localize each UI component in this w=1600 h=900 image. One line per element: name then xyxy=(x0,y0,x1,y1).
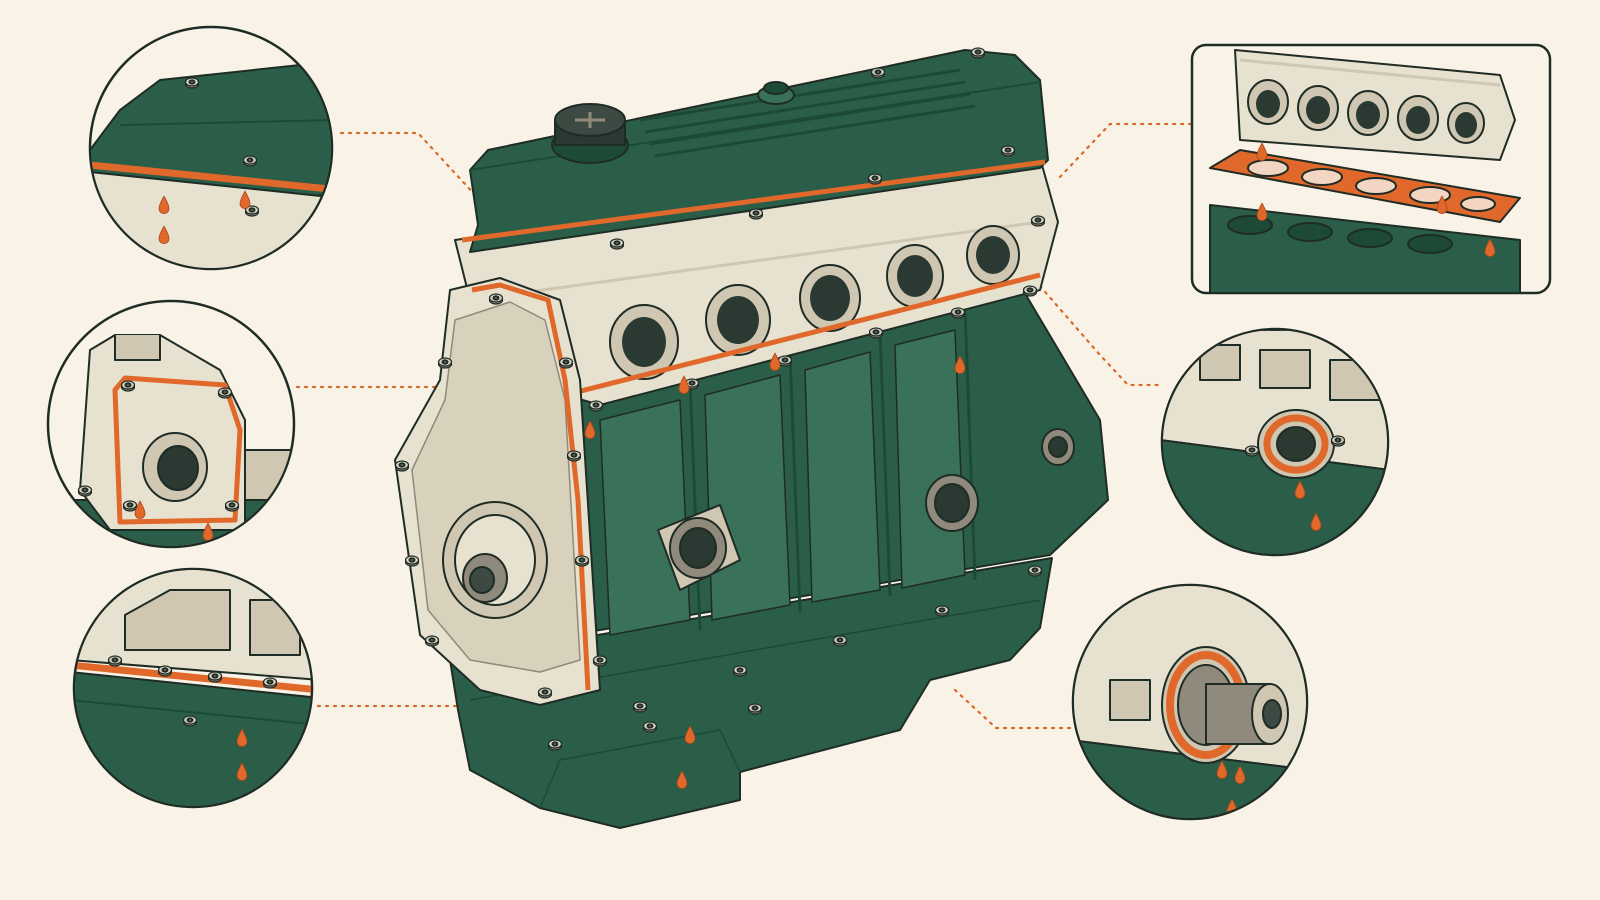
timing-cover-gasket-line xyxy=(471,282,591,691)
engine-block-illustration xyxy=(394,47,1109,829)
block-port-rear xyxy=(1041,428,1075,466)
callout-line-head-gasket xyxy=(1058,122,1192,179)
callout-timing-cover-gasket-leak xyxy=(46,299,296,549)
callout-head-gasket-leak xyxy=(1190,43,1552,295)
callout-oil-pan-gasket-leak xyxy=(72,567,314,809)
valve-cover-breather xyxy=(757,81,795,105)
block-port-right xyxy=(925,474,979,532)
callout-line-valve-cover xyxy=(339,131,478,198)
callout-rear-main-seal-leak xyxy=(1071,583,1309,821)
oil-filler-cap xyxy=(551,103,629,164)
valve-cover-gasket-line xyxy=(461,159,1046,243)
block-port-left xyxy=(657,504,741,591)
callout-line-side-port xyxy=(1038,284,1164,387)
callout-line-rear-seal xyxy=(953,688,1074,730)
head-gasket-line xyxy=(564,272,1041,398)
crank-pulley xyxy=(442,501,548,619)
callout-side-port-gasket-leak xyxy=(1160,327,1390,557)
callout-valve-cover-gasket-leak xyxy=(88,25,334,271)
